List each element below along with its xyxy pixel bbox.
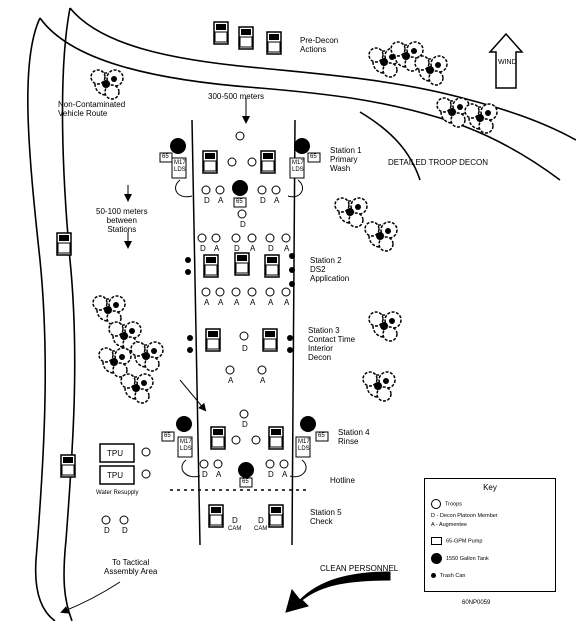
cam-label: CAM [228, 526, 242, 532]
key-trash: Trash Can [431, 573, 465, 580]
augmentee-mark: A [284, 244, 290, 253]
route-label: Non-Contaminated Vehicle Route [58, 100, 126, 118]
m17-label: M17 LDS [292, 160, 304, 173]
station-1-equipment [159, 138, 321, 208]
augmentee-mark: A [284, 298, 290, 307]
roads [27, 7, 576, 621]
pre-decon-label: Pre-Decon Actions [300, 36, 339, 54]
decon-member-mark: D [202, 470, 208, 479]
decon-member-mark: D [268, 244, 274, 253]
decon-member-mark: D [240, 220, 246, 229]
decon-member-mark: D [122, 526, 128, 535]
decon-member-mark: D [204, 196, 210, 205]
augmentee-mark: A [234, 298, 240, 307]
troop-circle-icon [431, 499, 441, 509]
route-vehicle [60, 454, 76, 478]
troop-markers [101, 131, 291, 525]
key-pump: 65-GPM Pump [431, 537, 482, 545]
m17-label: M17 LDS [298, 439, 310, 452]
decon-lane [191, 119, 296, 546]
tactical-area-label: To Tactical Assembly Area [104, 558, 158, 576]
code-label: 60NP0059 [462, 600, 491, 606]
decon-member-mark: D [104, 526, 110, 535]
pump-label: 65 [242, 479, 249, 485]
pump-label: 65 [310, 154, 317, 160]
station-5-label: Station 5 Check [310, 508, 342, 526]
legend-key: Key Troops D - Decon Platoon Member A - … [424, 478, 556, 592]
augmentee-mark: A [214, 244, 220, 253]
m17-label: M17 LDS [180, 439, 192, 452]
station-2-label: Station 2 DS2 Application [310, 256, 350, 283]
water-resupply-label: Water Resupply [96, 490, 139, 496]
route-vehicle [56, 232, 72, 256]
augmentee-mark: A [268, 298, 274, 307]
pump-label: 65 [236, 199, 243, 205]
pump-label: 65 [162, 154, 169, 160]
tpu-label: TPU [107, 449, 123, 458]
key-augmentee: A - Augmentee [431, 522, 468, 528]
augmentee-mark: A [250, 298, 256, 307]
key-title: Key [483, 483, 497, 492]
augmentee-mark: A [250, 244, 256, 253]
augmentee-mark: A [218, 196, 224, 205]
station-2-equipment [185, 252, 295, 287]
tpu-units [99, 443, 135, 485]
m17-label: M17 LDS [174, 160, 186, 173]
station-3-label: Station 3 Contact Time Interior Decon [308, 326, 356, 362]
decon-member-mark: D [232, 516, 238, 525]
decon-member-mark: D [200, 244, 206, 253]
detailed-troop-decon-label: DETAILED TROOP DECON [388, 158, 489, 167]
augmentee-mark: A [216, 470, 222, 479]
station-4-equipment [161, 416, 329, 488]
station-1-label: Station 1 Primary Wash [330, 146, 362, 173]
station-5-equipment [208, 504, 284, 528]
augmentee-mark: A [274, 196, 280, 205]
trash-can-icon [431, 573, 436, 579]
decon-member-mark: D [242, 344, 248, 353]
key-tank: 1550 Gallon Tank [431, 553, 489, 564]
decon-member-mark: D [260, 196, 266, 205]
pump-box-icon [431, 537, 442, 545]
clean-personnel-arrow-icon [285, 571, 391, 613]
distance-markers [124, 98, 250, 412]
pump-label: 65 [318, 433, 325, 439]
distance-main-label: 300-500 meters [208, 92, 265, 101]
tactical-arrow [60, 581, 121, 614]
wind-arrow-icon [488, 32, 524, 89]
pre-decon-vehicles [213, 21, 282, 55]
hotline-label: Hotline [330, 476, 355, 485]
cam-label: CAM [254, 526, 268, 532]
tank-icon [431, 553, 442, 564]
station-3-equipment [187, 328, 293, 353]
augmentee-mark: A [260, 376, 266, 385]
key-troops: Troops [431, 499, 462, 509]
tpu-label: TPU [107, 471, 123, 480]
pump-label: 65 [164, 433, 171, 439]
augmentee-mark: A [218, 298, 224, 307]
distance-between-label: 50-100 meters between Stations [96, 207, 148, 234]
decon-member-mark: D [258, 516, 264, 525]
key-decon-member: D - Decon Platoon Member [431, 513, 498, 519]
augmentee-mark: A [228, 376, 234, 385]
clean-personnel-label: CLEAN PERSONNEL [320, 564, 399, 573]
decon-member-mark: D [242, 420, 248, 429]
augmentee-mark: A [204, 298, 210, 307]
decon-member-mark: D [268, 470, 274, 479]
wind-label: WIND [498, 59, 517, 66]
station-4-label: Station 4 Rinse [338, 428, 370, 446]
augmentee-mark: A [282, 470, 288, 479]
decon-member-mark: D [234, 244, 240, 253]
